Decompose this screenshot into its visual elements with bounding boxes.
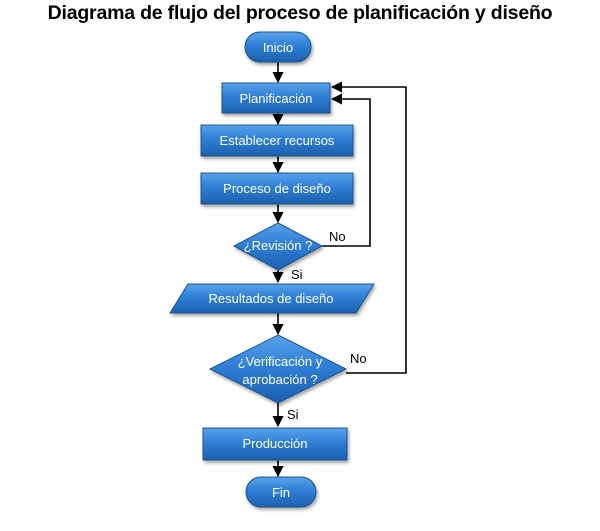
edge-label-verificacion-no: No (350, 351, 367, 366)
node-planificacion-label: Planificación (240, 91, 313, 106)
node-verificacion-label-line1: ¿Verificación y (238, 354, 323, 369)
edge-label-revision-si: Si (291, 267, 303, 282)
node-produccion (202, 427, 348, 461)
node-produccion-label: Producción (242, 436, 307, 451)
node-fin (245, 476, 317, 508)
connectors (272, 62, 407, 478)
edge-label-verificacion-si: Si (287, 407, 299, 422)
node-establecer-recursos (200, 124, 354, 157)
node-proceso-diseno-label: Proceso de diseño (223, 181, 331, 196)
node-resultados-diseno-label: Resultados de diseño (208, 291, 333, 306)
page-title: Diagrama de flujo del proceso de planifi… (47, 2, 553, 24)
edge-verificacion-no-loop (330, 81, 407, 374)
node-inicio (244, 31, 312, 63)
node-planificacion (221, 82, 331, 114)
node-establecer-recursos-label: Establecer recursos (220, 133, 335, 148)
node-verificacion-decision (208, 334, 348, 404)
node-revision-decision (232, 222, 324, 271)
node-verificacion-label-line2: aprobación ? (242, 372, 317, 387)
edge-revision-no-loop (322, 93, 371, 247)
node-resultados-diseno (169, 283, 375, 314)
node-inicio-label: Inicio (263, 40, 293, 55)
edge-label-revision-no: No (329, 229, 346, 244)
node-proceso-diseno (200, 172, 354, 205)
node-fin-label: Fin (272, 485, 290, 500)
node-revision-label: ¿Revisión ? (244, 238, 313, 253)
